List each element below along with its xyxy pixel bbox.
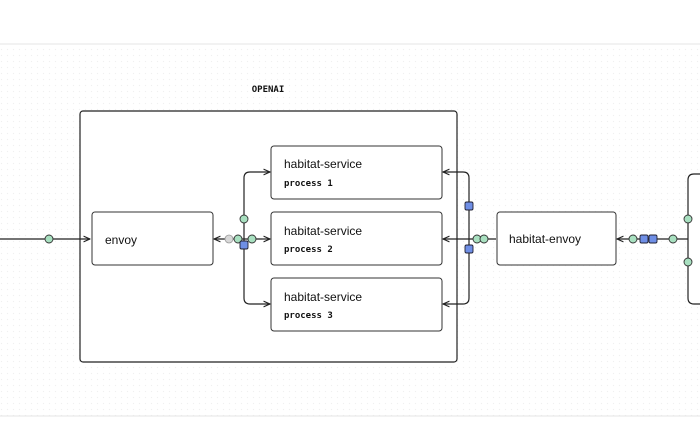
edge-right-trunk (443, 172, 470, 304)
marker-green-dot (233, 234, 243, 244)
marker-blue-square (639, 234, 649, 244)
habitat-service-3-label: habitat-service (284, 290, 362, 304)
edge-fanout-service1 (243, 172, 270, 239)
node-habitat-envoy[interactable]: habitat-envoy (496, 211, 617, 266)
node-habitat-service-1[interactable]: habitat-service process 1 (270, 145, 443, 200)
habitat-service-2-sublabel: process 2 (284, 245, 333, 255)
marker-green-dot (683, 257, 693, 267)
habitat-service-2-label: habitat-service (284, 224, 362, 238)
marker-blue-square (464, 201, 474, 211)
habitat-service-1-label: habitat-service (284, 157, 362, 171)
habitat-service-1-sublabel: process 1 (284, 179, 333, 189)
traffic-markers (44, 201, 693, 267)
marker-green-dot (247, 234, 257, 244)
habitat-service-3-sublabel: process 3 (284, 311, 333, 321)
habitat-service-3-box (270, 277, 443, 332)
group-label: OPENAI (252, 85, 285, 95)
offscreen-node-edge (687, 173, 700, 305)
marker-green-dot (668, 234, 678, 244)
node-habitat-service-3[interactable]: habitat-service process 3 (270, 277, 443, 332)
marker-blue-square (648, 234, 658, 244)
marker-green-dot (44, 234, 54, 244)
habitat-service-1-box (270, 145, 443, 200)
node-habitat-service-2[interactable]: habitat-service process 2 (270, 211, 443, 266)
marker-green-dot (683, 214, 693, 224)
habitat-service-2-box (270, 211, 443, 266)
envoy-label: envoy (105, 233, 137, 247)
node-envoy[interactable]: envoy (91, 211, 214, 266)
marker-blue-square (464, 244, 474, 254)
habitat-envoy-label: habitat-envoy (509, 232, 581, 246)
marker-grey-dot (224, 234, 234, 244)
envoy-box (91, 211, 214, 266)
habitat-envoy-box (496, 211, 617, 266)
marker-green-dot (628, 234, 638, 244)
marker-green-dot (239, 214, 249, 224)
marker-green-dot (479, 234, 489, 244)
edge-fanout-service3 (243, 239, 270, 304)
marker-blue-square (239, 240, 249, 250)
